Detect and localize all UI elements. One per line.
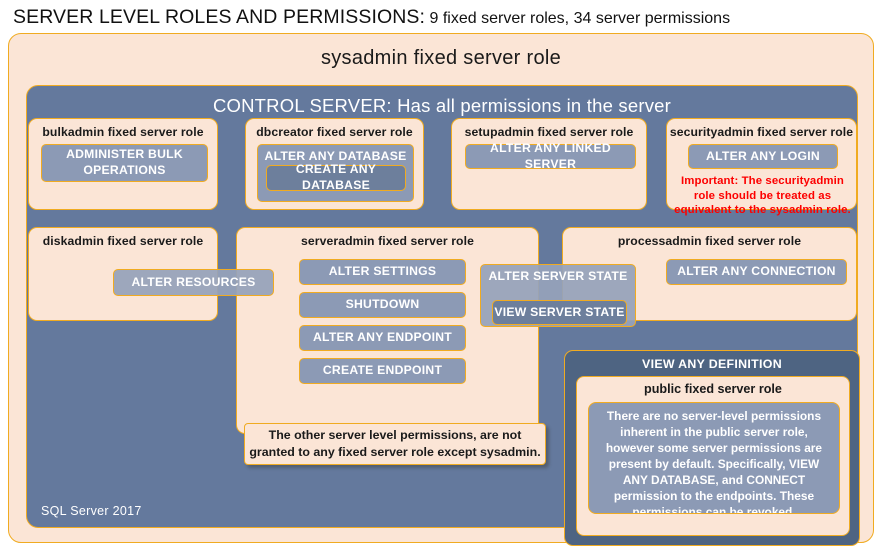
role-label-serveradmin: serveradmin fixed server role [301, 234, 474, 248]
role-label-setupadmin: setupadmin fixed server role [464, 125, 634, 139]
permission-shutdown: SHUTDOWN [299, 292, 466, 318]
role-label-processadmin: processadmin fixed server role [617, 234, 802, 248]
permission-create-any-database: CREATE ANY DATABASE [266, 162, 406, 192]
control-server-label: CONTROL SERVER: Has all permissions in t… [212, 95, 672, 116]
permission-alter-any-endpoint: ALTER ANY ENDPOINT [299, 325, 466, 351]
product-version-label: SQL Server 2017 [41, 504, 142, 518]
permission-create-endpoint: CREATE ENDPOINT [299, 358, 466, 384]
permission-alter-any-linked-server: ALTER ANY LINKED SERVER [465, 141, 636, 171]
sysadmin-role-label: sysadmin fixed server role [320, 47, 562, 69]
permission-view-any-definition-label: VIEW ANY DEFINITION [642, 357, 782, 371]
page-title-sub: 9 fixed server roles, 34 server permissi… [429, 10, 731, 27]
role-label-securityadmin: securityadmin fixed server role [669, 125, 854, 139]
permission-administer-bulk-operations: ADMINISTER BULK OPERATIONS [41, 144, 208, 182]
role-panel-setupadmin: setupadmin fixed server role ALTER ANY L… [451, 118, 647, 210]
role-label-dbcreator: dbcreator fixed server role [256, 125, 413, 139]
permission-alter-settings: ALTER SETTINGS [299, 259, 466, 285]
sysadmin-role-container: sysadmin fixed server role CONTROL SERVE… [8, 33, 874, 546]
role-panel-dbcreator: dbcreator fixed server role ALTER ANY DA… [245, 118, 424, 210]
public-role-description: There are no server-level permissions in… [588, 402, 840, 514]
permission-view-server-state: VIEW SERVER STATE [492, 300, 627, 325]
securityadmin-warning-note: Important: The securityadmin role should… [674, 175, 851, 217]
role-label-diskadmin: diskadmin fixed server role [42, 234, 204, 248]
permission-alter-resources: ALTER RESOURCES [113, 269, 274, 296]
role-panel-serveradmin: serveradmin fixed server role ALTER SETT… [236, 227, 539, 434]
note-other-server-permissions: The other server level permissions, are … [244, 423, 546, 465]
role-label-public: public fixed server role [644, 382, 782, 396]
role-label-bulkadmin: bulkadmin fixed server role [42, 125, 204, 139]
permission-alter-any-connection: ALTER ANY CONNECTION [666, 259, 847, 285]
role-panel-bulkadmin: bulkadmin fixed server role ADMINISTER B… [28, 118, 218, 210]
permission-alter-any-login: ALTER ANY LOGIN [688, 144, 838, 169]
page-title-main: SERVER LEVEL ROLES AND PERMISSIONS: [13, 6, 426, 28]
page-title: SERVER LEVEL ROLES AND PERMISSIONS: 9 fi… [13, 6, 873, 32]
role-panel-securityadmin: securityadmin fixed server role ALTER AN… [666, 118, 857, 216]
view-any-definition-panel: VIEW ANY DEFINITION public fixed server … [564, 350, 860, 546]
role-panel-public: public fixed server role There are no se… [576, 376, 850, 536]
